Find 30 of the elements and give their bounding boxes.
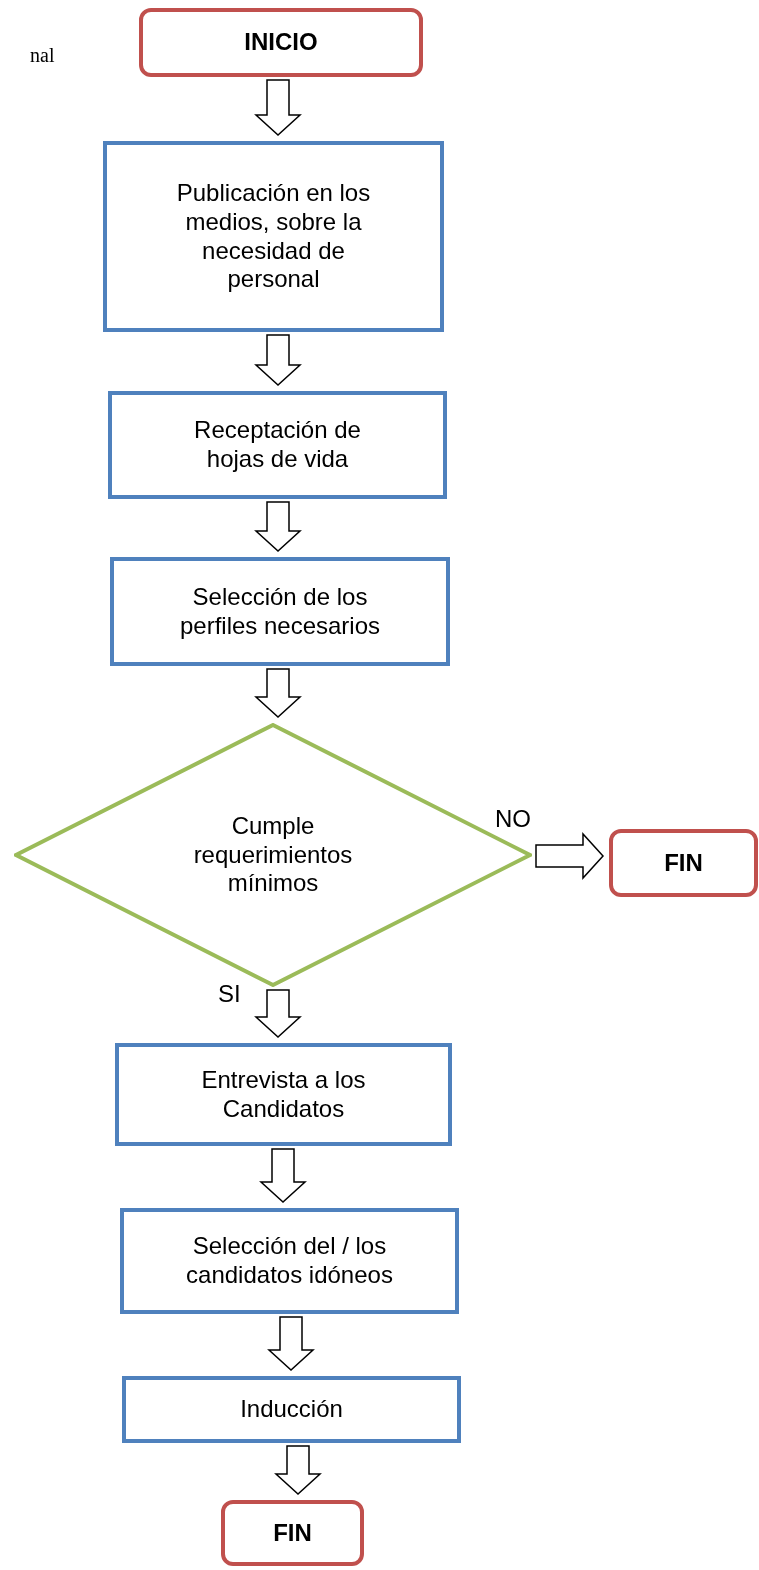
cut-off-text: nal: [30, 44, 55, 67]
block-arrow: [274, 1445, 322, 1495]
process-box: [103, 141, 444, 332]
node-text: Cumple requerimientos mínimos: [192, 811, 354, 899]
process-box: [115, 1043, 452, 1146]
node-text: INICIO: [244, 28, 318, 57]
process-box: [120, 1208, 459, 1314]
block-arrow: [254, 668, 302, 718]
decision-diamond: [14, 723, 532, 987]
terminal-box: [609, 829, 758, 897]
block-arrow: [254, 79, 302, 136]
block-arrow: [254, 989, 302, 1038]
node-text: Entrevista a los Candidatos: [200, 1065, 367, 1124]
node-text: Receptación de hojas de vida: [193, 416, 362, 474]
process-box: [108, 391, 447, 499]
node-text: Selección del / los candidatos idóneos: [185, 1232, 394, 1290]
block-arrow: [267, 1316, 315, 1371]
process-box: [122, 1376, 461, 1443]
node-text: FIN: [273, 1518, 312, 1548]
node-text: FIN: [664, 848, 703, 878]
block-arrow: [254, 334, 302, 386]
block-arrow: [535, 832, 604, 880]
process-box: [110, 557, 450, 666]
block-arrow: [259, 1148, 307, 1203]
block-arrow: [254, 501, 302, 552]
node-text: Selección de los perfiles necesarios: [178, 582, 382, 641]
terminal-box: [221, 1500, 364, 1566]
node-text: Inducción: [240, 1395, 343, 1424]
terminal-box: [139, 8, 423, 77]
node-text: Publicación en los medios, sobre la necesidad de personal: [175, 178, 372, 295]
